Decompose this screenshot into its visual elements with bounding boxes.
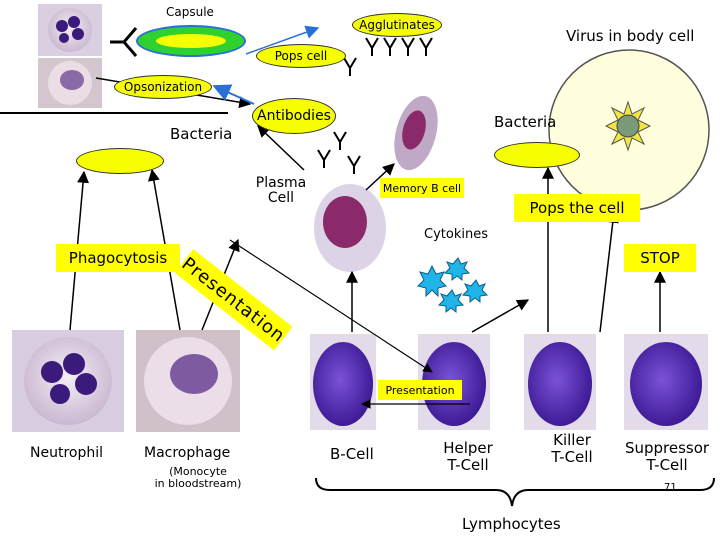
memory-b-cell-image bbox=[394, 95, 438, 171]
suppressor-t-cell-label: Suppressor T-Cell bbox=[624, 439, 710, 474]
suppressor-t-cell-image bbox=[624, 334, 708, 430]
bacteria-left-label: Bacteria bbox=[170, 125, 233, 143]
agglutinate-antibodies-icon bbox=[343, 37, 433, 76]
lymphocytes-label: Lymphocytes bbox=[462, 515, 561, 533]
arrow-killer-to-virus bbox=[599, 210, 619, 333]
plasma-cell-image bbox=[314, 184, 386, 272]
bacteria-right-label: Bacteria bbox=[494, 113, 557, 131]
neutrophil-label: Neutrophil bbox=[30, 445, 104, 461]
agglutinates-label: Agglutinates bbox=[359, 18, 435, 32]
antibodies-label: Antibodies bbox=[257, 108, 331, 124]
opsonization-label: Opsonization bbox=[123, 80, 203, 94]
presentation-box: Presentation bbox=[378, 380, 462, 400]
killer-t-cell-image bbox=[524, 334, 596, 430]
pops-the-cell-box: Pops the cell bbox=[514, 194, 640, 222]
arrow-pops-cell bbox=[245, 25, 320, 55]
killer-t-cell-label: Killer T-Cell bbox=[551, 431, 593, 466]
neutrophil-thumbnail bbox=[38, 4, 102, 56]
capsule-label: Capsule bbox=[166, 5, 214, 19]
opsonization-pill: Opsonization bbox=[114, 75, 212, 99]
b-cell-label: B-Cell bbox=[330, 445, 374, 463]
stop-label: STOP bbox=[640, 249, 680, 267]
stop-box: STOP bbox=[624, 244, 696, 272]
arrow-antibodies-to-opsonization bbox=[212, 84, 255, 105]
arrow-plasma-to-antibodies bbox=[257, 125, 305, 171]
lymphocytes-bracket bbox=[315, 477, 715, 507]
agglutinates-pill: Agglutinates bbox=[352, 13, 442, 37]
antibody-cluster-icon bbox=[317, 131, 361, 174]
phagocytosis-label: Phagocytosis bbox=[68, 249, 168, 267]
macrophage-image bbox=[136, 330, 240, 432]
pops-cell-pill: Pops cell bbox=[256, 44, 346, 68]
monocyte-note: (Monocyte in bloodstream) bbox=[154, 465, 242, 491]
capsule-shape bbox=[136, 25, 246, 57]
bacteria-left-shape bbox=[76, 148, 164, 174]
macrophage-label: Macrophage bbox=[144, 445, 231, 461]
antibodies-pill: Antibodies bbox=[252, 98, 336, 134]
virus-label: Virus in body cell bbox=[566, 27, 695, 45]
neutrophil-image bbox=[12, 330, 124, 432]
macrophage-thumbnail bbox=[38, 58, 102, 108]
helper-t-cell-label: Helper T-Cell bbox=[443, 439, 493, 474]
plasma-cell-label: Plasma Cell bbox=[255, 175, 307, 207]
antibody-icon bbox=[110, 27, 138, 57]
pops-the-cell-label: Pops the cell bbox=[529, 199, 625, 217]
memory-b-box: Memory B cell bbox=[380, 178, 464, 198]
b-cell-image bbox=[310, 334, 376, 430]
arrow-helper-to-cytokines bbox=[471, 299, 530, 333]
memory-b-label: Memory B cell bbox=[382, 181, 462, 195]
bacteria-right-shape bbox=[494, 142, 580, 168]
virus-icon bbox=[604, 100, 652, 152]
presentation-box-label: Presentation bbox=[385, 383, 455, 397]
arrow-bcell-to-memory bbox=[365, 163, 395, 191]
phagocytosis-box: Phagocytosis bbox=[56, 244, 180, 272]
page-number: 71 bbox=[664, 482, 677, 493]
pops-cell-label: Pops cell bbox=[274, 49, 328, 63]
arrow-presentation-diagonal bbox=[229, 239, 433, 373]
cytokines-icon bbox=[417, 257, 489, 314]
cytokines-label: Cytokines bbox=[424, 227, 488, 242]
